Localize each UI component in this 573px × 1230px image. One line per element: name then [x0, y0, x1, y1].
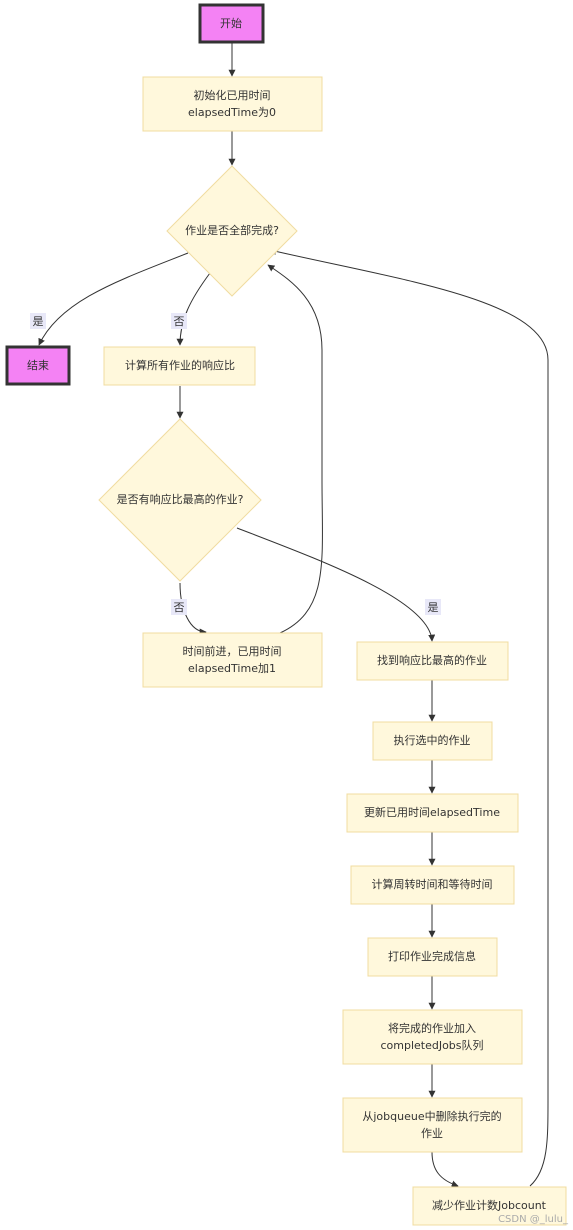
- svg-text:否: 否: [174, 601, 185, 614]
- watermark: CSDN @_lulu_: [498, 1214, 569, 1225]
- node-start: 开始: [198, 3, 265, 44]
- svg-text:执行选中的作业: 执行选中的作业: [394, 733, 471, 747]
- node-calc-turnaround: 计算周转时间和等待时间: [350, 865, 515, 905]
- svg-text:否: 否: [174, 315, 185, 328]
- edge-remove-to-decrement: [431, 1151, 459, 1188]
- edges: [38, 43, 549, 1188]
- svg-text:completedJobs队列: completedJobs队列: [380, 1038, 483, 1052]
- svg-text:作业: 作业: [421, 1127, 443, 1140]
- svg-text:从jobqueue中删除执行完的: 从jobqueue中删除执行完的: [362, 1109, 501, 1123]
- node-has-highest: 是否有响应比最高的作业?: [98, 418, 262, 582]
- edge-alldone-to-calc: [176, 272, 211, 346]
- svg-text:计算所有作业的响应比: 计算所有作业的响应比: [125, 358, 235, 372]
- svg-text:作业是否全部完成?: 作业是否全部完成?: [185, 223, 279, 237]
- edge-decrement-to-alldone: [269, 248, 549, 1187]
- node-remove-queue: 从jobqueue中删除执行完的 作业: [342, 1097, 523, 1153]
- node-end: 结束: [5, 345, 71, 386]
- node-add-completed: 将完成的作业加入 completedJobs队列: [342, 1009, 523, 1065]
- svg-text:开始: 开始: [220, 16, 242, 30]
- node-find-highest: 找到响应比最高的作业: [356, 641, 509, 681]
- svg-text:结束: 结束: [27, 359, 49, 372]
- node-update-time: 更新已用时间elapsedTime: [346, 793, 519, 833]
- node-calc-ratio: 计算所有作业的响应比: [103, 346, 256, 386]
- node-init: 初始化已用时间 elapsedTime为0: [142, 76, 323, 132]
- svg-text:是: 是: [428, 601, 439, 614]
- svg-text:更新已用时间elapsedTime: 更新已用时间elapsedTime: [364, 805, 500, 819]
- svg-text:elapsedTime为0: elapsedTime为0: [188, 106, 276, 119]
- edge-label-no-advance: 否: [171, 599, 187, 615]
- node-execute: 执行选中的作业: [372, 721, 493, 761]
- node-time-advance: 时间前进，已用时间 elapsedTime加1: [142, 632, 323, 688]
- svg-text:计算周转时间和等待时间: 计算周转时间和等待时间: [372, 877, 493, 891]
- svg-text:是: 是: [33, 315, 44, 328]
- edge-hashighest-to-find: [236, 527, 436, 642]
- edge-hashighest-to-advance: [179, 582, 207, 636]
- edge-label-no-calc: 否: [171, 313, 187, 329]
- node-decrement: 减少作业计数Jobcount: [412, 1186, 567, 1226]
- svg-text:初始化已用时间: 初始化已用时间: [194, 88, 271, 102]
- svg-text:找到响应比最高的作业: 找到响应比最高的作业: [377, 653, 487, 667]
- svg-text:elapsedTime加1: elapsedTime加1: [188, 662, 276, 675]
- svg-text:将完成的作业加入: 将完成的作业加入: [388, 1021, 476, 1035]
- node-print-info: 打印作业完成信息: [367, 937, 498, 977]
- svg-text:减少作业计数Jobcount: 减少作业计数Jobcount: [432, 1199, 547, 1212]
- svg-text:打印作业完成信息: 打印作业完成信息: [388, 949, 476, 963]
- svg-text:是否有响应比最高的作业?: 是否有响应比最高的作业?: [117, 492, 244, 506]
- edge-advance-to-alldone: [267, 264, 323, 634]
- edge-label-yes-end: 是: [30, 313, 46, 329]
- node-all-done: 作业是否全部完成?: [166, 165, 298, 297]
- svg-text:时间前进，已用时间: 时间前进，已用时间: [183, 644, 282, 658]
- edge-label-yes-find: 是: [425, 599, 441, 615]
- edge-alldone-to-end: [38, 252, 189, 346]
